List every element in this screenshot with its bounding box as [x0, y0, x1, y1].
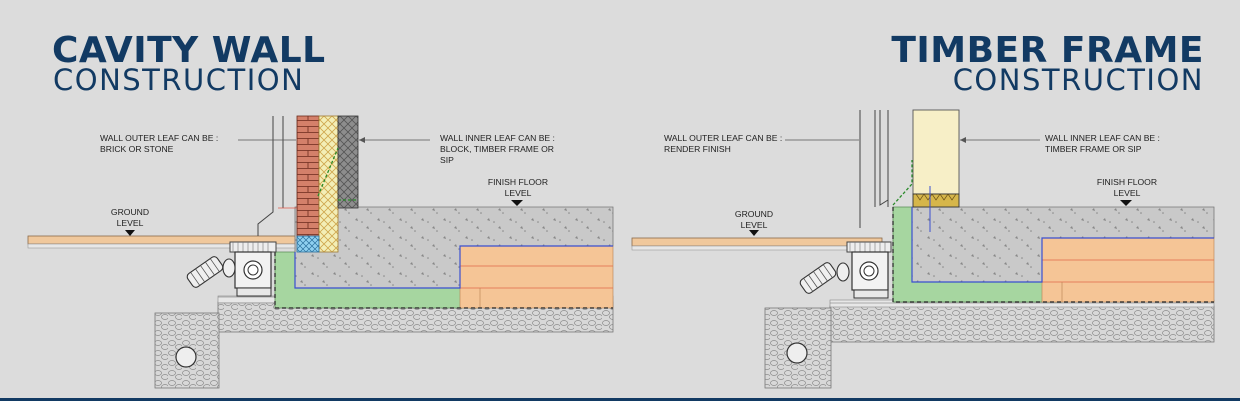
timber-outer-leaf-line2: RENDER FINISH: [664, 144, 731, 154]
timber-finish-floor-label: FINISH FLOOR LEVEL: [1087, 177, 1167, 199]
timber-ground-level-label: GROUND LEVEL: [724, 209, 784, 231]
cavity-outer-leaf-line1: WALL OUTER LEAF CAN BE :: [100, 133, 219, 143]
cavity-outer-leaf-label: WALL OUTER LEAF CAN BE : BRICK OR STONE: [100, 133, 218, 155]
cavity-inner-leaf-line2: BLOCK, TIMBER FRAME OR: [440, 144, 554, 154]
timber-outer-leaf-line1: WALL OUTER LEAF CAN BE :: [664, 133, 783, 143]
cavity-ground-line2: LEVEL: [116, 218, 144, 228]
cavity-wall-subtitle: CONSTRUCTION: [53, 63, 305, 97]
cavity-inner-leaf-line3: SIP: [440, 155, 454, 165]
timber-outer-leaf-label: WALL OUTER LEAF CAN BE : RENDER FINISH: [664, 133, 782, 155]
timber-inner-leaf-line1: WALL INNER LEAF CAN BE :: [1045, 133, 1160, 143]
cavity-floor-line1: FINISH FLOOR: [487, 177, 549, 187]
timber-inner-leaf-label: WALL INNER LEAF CAN BE : TIMBER FRAME OR…: [1045, 133, 1160, 155]
timber-frame-title: TIMBER FRAME: [891, 30, 1204, 71]
cavity-wall-diagram: [27, 115, 614, 389]
timber-floor-line1: FINISH FLOOR: [1096, 177, 1158, 187]
cavity-floor-line2: LEVEL: [504, 188, 532, 198]
timber-frame-subtitle: CONSTRUCTION: [952, 63, 1204, 97]
timber-ground-line2: LEVEL: [740, 220, 768, 230]
timber-inner-leaf-line2: TIMBER FRAME OR SIP: [1045, 144, 1142, 154]
cavity-inner-leaf-label: WALL INNER LEAF CAN BE : BLOCK, TIMBER F…: [440, 133, 555, 166]
cavity-finish-floor-label: FINISH FLOOR LEVEL: [478, 177, 558, 199]
cavity-outer-leaf-line2: BRICK OR STONE: [100, 144, 174, 154]
cavity-inner-leaf-line1: WALL INNER LEAF CAN BE :: [440, 133, 555, 143]
cavity-ground-line1: GROUND: [110, 207, 150, 217]
cavity-wall-title: CAVITY WALL: [52, 30, 326, 71]
bottom-rule: [0, 398, 1240, 401]
cavity-ground-level-label: GROUND LEVEL: [100, 207, 160, 229]
timber-floor-line2: LEVEL: [1113, 188, 1141, 198]
timber-ground-line1: GROUND: [734, 209, 774, 219]
timber-frame-diagram: [631, 109, 1215, 389]
